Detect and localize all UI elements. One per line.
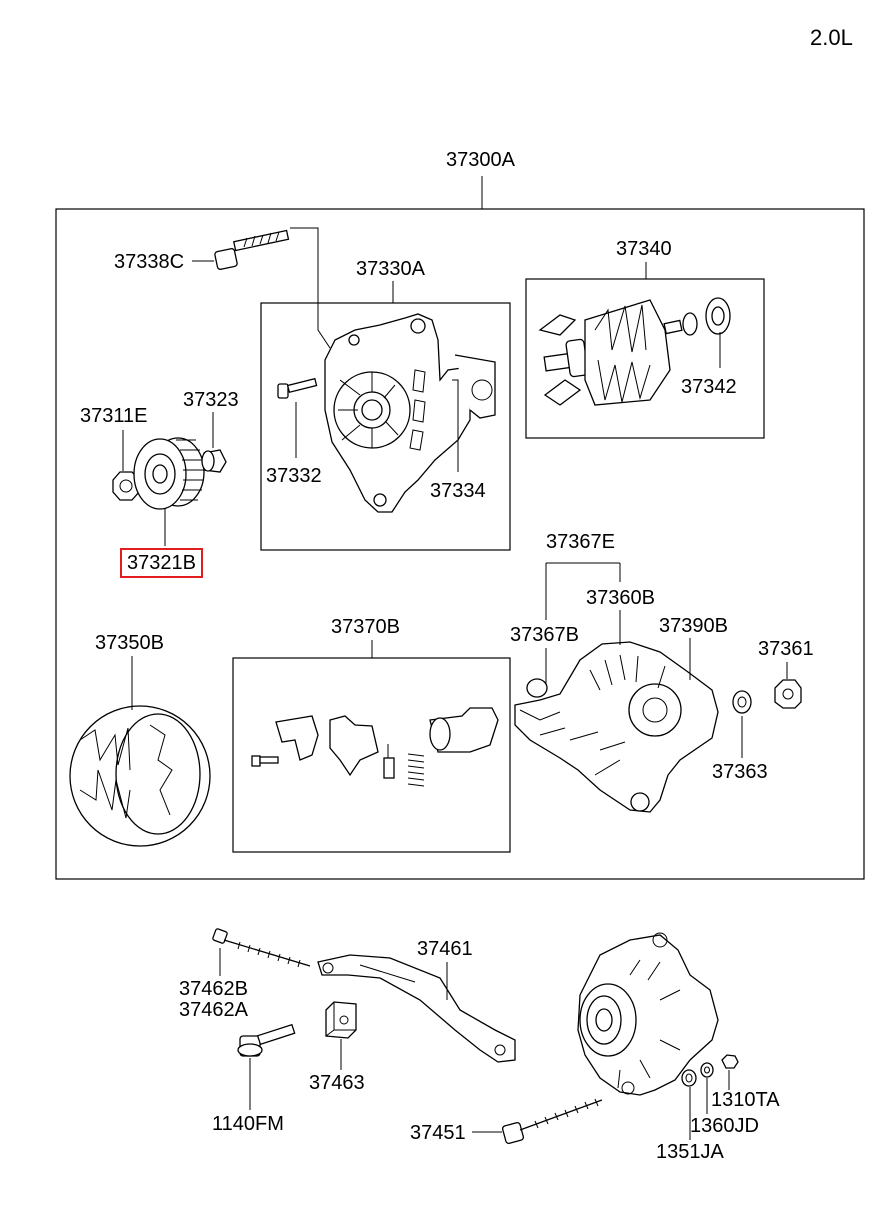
brush-holder-icon bbox=[251, 707, 499, 787]
part-37463[interactable]: 37463 bbox=[309, 1072, 365, 1094]
part-37340[interactable]: 37340 bbox=[616, 238, 672, 260]
part-37360b[interactable]: 37360B bbox=[586, 587, 655, 609]
mounting-bolt-icon bbox=[502, 1098, 603, 1144]
part-37363[interactable]: 37363 bbox=[712, 761, 768, 783]
pulley-icon bbox=[133, 437, 205, 510]
terminal-nut-icon bbox=[774, 679, 802, 709]
stator-icon bbox=[69, 705, 211, 847]
part-37332[interactable]: 37332 bbox=[266, 465, 322, 487]
part-37311e[interactable]: 37311E bbox=[80, 405, 148, 427]
part-1140fm[interactable]: 1140FM bbox=[212, 1113, 284, 1135]
assembly-box bbox=[55, 208, 865, 880]
bracket-screw-icon bbox=[277, 377, 318, 399]
spacer-block-icon bbox=[325, 1001, 357, 1039]
part-37367e[interactable]: 37367E bbox=[546, 531, 615, 553]
part-37334[interactable]: 37334 bbox=[430, 480, 486, 502]
long-bolt-icon bbox=[212, 928, 311, 968]
part-1310ta[interactable]: 1310TA bbox=[711, 1089, 780, 1111]
through-bolt-icon bbox=[214, 229, 290, 270]
rotor-icon bbox=[538, 297, 731, 406]
flange-bolt-icon bbox=[237, 1023, 296, 1057]
rotor-box bbox=[525, 278, 765, 439]
part-37367b[interactable]: 37367B bbox=[510, 624, 579, 646]
rear-bracket-icon bbox=[324, 313, 496, 513]
part-37338c[interactable]: 37338C bbox=[114, 251, 185, 273]
part-1360jd[interactable]: 1360JD bbox=[690, 1115, 759, 1137]
brush-holder-box bbox=[232, 657, 511, 853]
part-37462a[interactable]: 37462A bbox=[179, 999, 248, 1021]
part-37370b[interactable]: 37370B bbox=[331, 616, 400, 638]
part-37321b-highlighted[interactable]: 37321B bbox=[120, 548, 203, 578]
nut-1310ta-icon bbox=[721, 1054, 739, 1069]
part-37462b[interactable]: 37462B bbox=[179, 978, 248, 1000]
adjusting-brace-icon bbox=[317, 954, 516, 1063]
insulator-washer-icon bbox=[732, 690, 752, 714]
alternator-assembly-icon bbox=[577, 932, 719, 1096]
rear-bracket-box bbox=[260, 302, 511, 551]
part-37461[interactable]: 37461 bbox=[417, 938, 473, 960]
part-37361[interactable]: 37361 bbox=[758, 638, 814, 660]
part-37390b[interactable]: 37390B bbox=[659, 615, 728, 637]
washer-1360jd-icon bbox=[700, 1062, 714, 1078]
assembly-label[interactable]: 37300A bbox=[446, 149, 515, 171]
spacer-icon bbox=[201, 449, 227, 473]
part-37451[interactable]: 37451 bbox=[410, 1122, 466, 1144]
part-37330a[interactable]: 37330A bbox=[356, 258, 425, 280]
part-37342[interactable]: 37342 bbox=[681, 376, 737, 398]
part-37323[interactable]: 37323 bbox=[183, 389, 239, 411]
washer-1351ja-icon bbox=[681, 1069, 697, 1087]
part-37350b[interactable]: 37350B bbox=[95, 632, 164, 654]
front-housing-icon bbox=[514, 641, 719, 813]
engine-label: 2.0L bbox=[810, 25, 853, 50]
part-1351ja[interactable]: 1351JA bbox=[656, 1141, 724, 1163]
